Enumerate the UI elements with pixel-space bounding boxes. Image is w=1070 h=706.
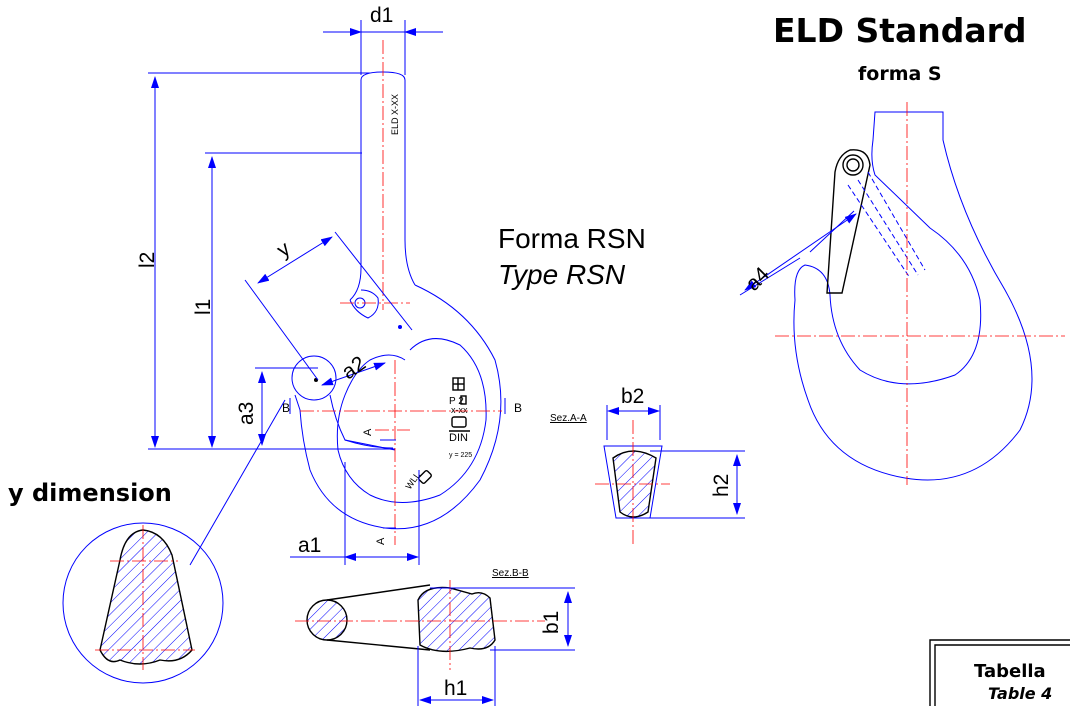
b-marker-left: B [282,401,290,415]
l2-dimension: l2 [136,72,395,450]
y-detail-circle [62,399,286,684]
table-box: Tabella Table 4 [929,639,1070,706]
section-markers: B B A A [282,398,522,545]
marking-y-value: y = 225 [449,452,472,459]
a2-dimension: a2 [321,352,386,386]
hook-rsn: ELD X-XX P 2 x-xx DIN y = 225 WLL [291,71,502,530]
centerlines-rsn [300,40,502,545]
section-aa: Sez.A-A b2 h2 [550,385,745,545]
table-subtitle: Table 4 [988,684,1052,703]
a1-label: a1 [298,534,321,557]
h2-label: h2 [710,474,733,497]
form-label: Forma RSN [498,223,646,254]
a1-dimension: a1 [290,462,420,565]
marking-code: x-xx [451,405,468,415]
l1-label: l1 [192,299,215,315]
shank-marking: ELD X-XX [390,94,400,135]
marking-p2: P 2 [449,396,464,407]
y-label: y [273,237,295,262]
b2-label: b2 [621,385,644,408]
marking-din: DIN [449,432,468,444]
h1-label: h1 [444,677,467,700]
a2-label: a2 [338,352,370,384]
y-dimension: y [244,231,413,381]
y-dimension-caption: y dimension [8,479,172,507]
section-bb: Sez.B-B b1 h1 [295,568,575,706]
section-bb-label: Sez.B-B [492,568,529,579]
a-marker-bottom: A [375,537,387,545]
d1-dimension: d1 [323,4,443,75]
a4-dimension: a4 [739,210,857,296]
d1-label: d1 [370,4,393,27]
l1-dimension: l1 [192,152,362,448]
b1-label: b1 [540,611,563,634]
table-title: Tabella [974,661,1046,682]
a-marker-top: A [362,428,374,436]
section-aa-label: Sez.A-A [550,413,587,424]
l2-label: l2 [136,252,159,268]
page-subtitle: forma S [858,63,942,85]
a3-dimension: a3 [235,367,318,446]
page-title: ELD Standard [773,11,1027,50]
type-label: Type RSN [498,259,626,290]
b-marker-right: B [514,401,522,415]
hook-forma-s [775,102,1065,485]
a3-label: a3 [235,402,258,425]
